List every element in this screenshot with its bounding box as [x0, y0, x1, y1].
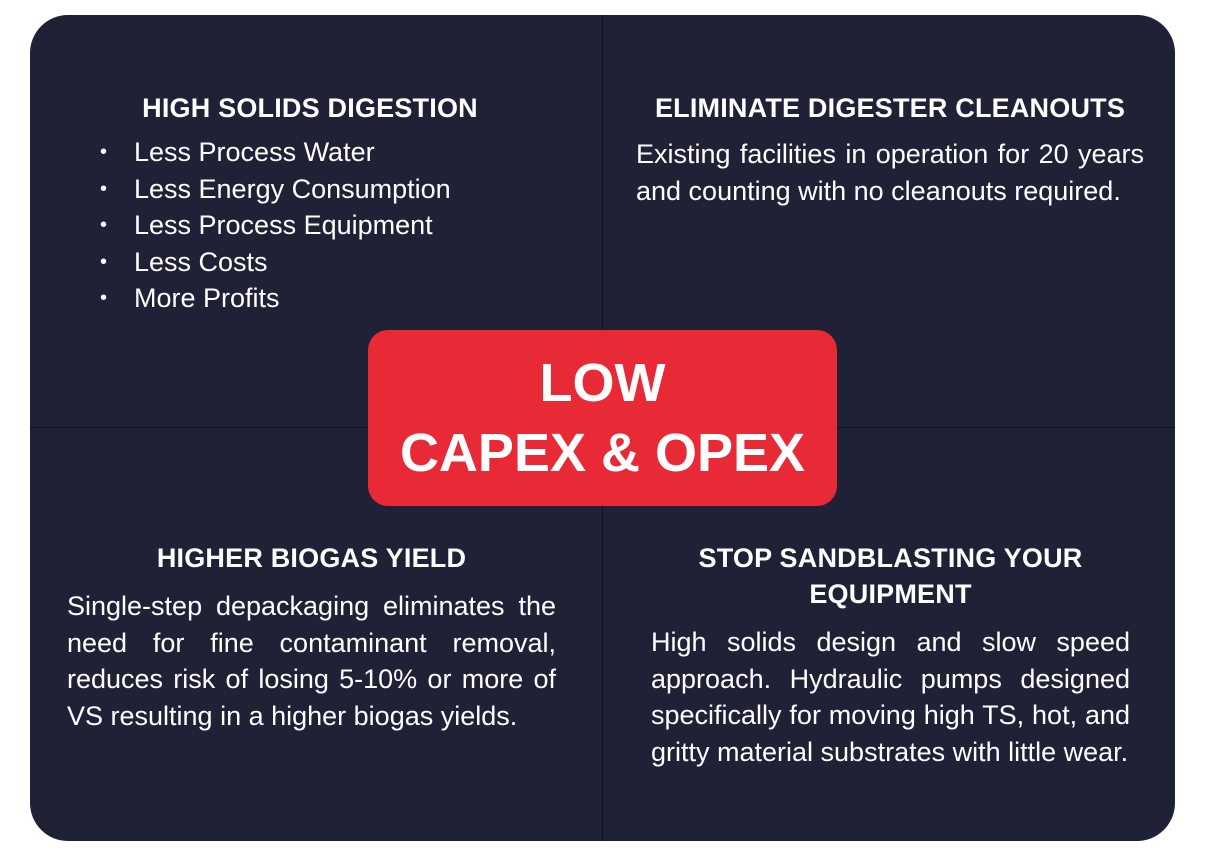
benefits-card: HIGH SOLIDS DIGESTION Less Process Water… [30, 15, 1175, 841]
quadrant-title: HIGH SOLIDS DIGESTION [142, 93, 478, 123]
list-item: Less Energy Consumption [100, 171, 520, 208]
quadrant-higher-biogas-yield: HIGHER BIOGAS YIELD Single-step depackag… [67, 540, 556, 734]
quadrant-text: Existing facilities in operation for 20 … [636, 139, 1144, 206]
quadrant-stop-sandblasting: STOP SANDBLASTING YOUR EQUIPMENT High so… [651, 540, 1130, 770]
quadrant-title: ELIMINATE DIGESTER CLEANOUTS [654, 93, 1126, 123]
benefit-list: Less Process Water Less Energy Consumpti… [100, 134, 520, 317]
quadrant-high-solids-digestion: HIGH SOLIDS DIGESTION Less Process Water… [100, 90, 520, 317]
list-item: Less Costs [100, 244, 520, 281]
quadrant-eliminate-cleanouts: ELIMINATE DIGESTER CLEANOUTS Existing fa… [636, 90, 1144, 209]
quadrant-text: High solids design and slow speed approa… [651, 627, 1130, 767]
quadrant-text: Single-step depackaging eliminates the n… [67, 591, 556, 731]
list-item: Less Process Equipment [100, 207, 520, 244]
center-line-2: CAPEX & OPEX [399, 423, 806, 483]
quadrant-title: HIGHER BIOGAS YIELD [156, 543, 467, 573]
list-item: More Profits [100, 280, 520, 317]
quadrant-title: STOP SANDBLASTING YOUR EQUIPMENT [698, 543, 1083, 609]
center-badge: LOW CAPEX & OPEX [368, 330, 837, 506]
center-line-1: LOW [539, 353, 666, 413]
list-item: Less Process Water [100, 134, 520, 171]
